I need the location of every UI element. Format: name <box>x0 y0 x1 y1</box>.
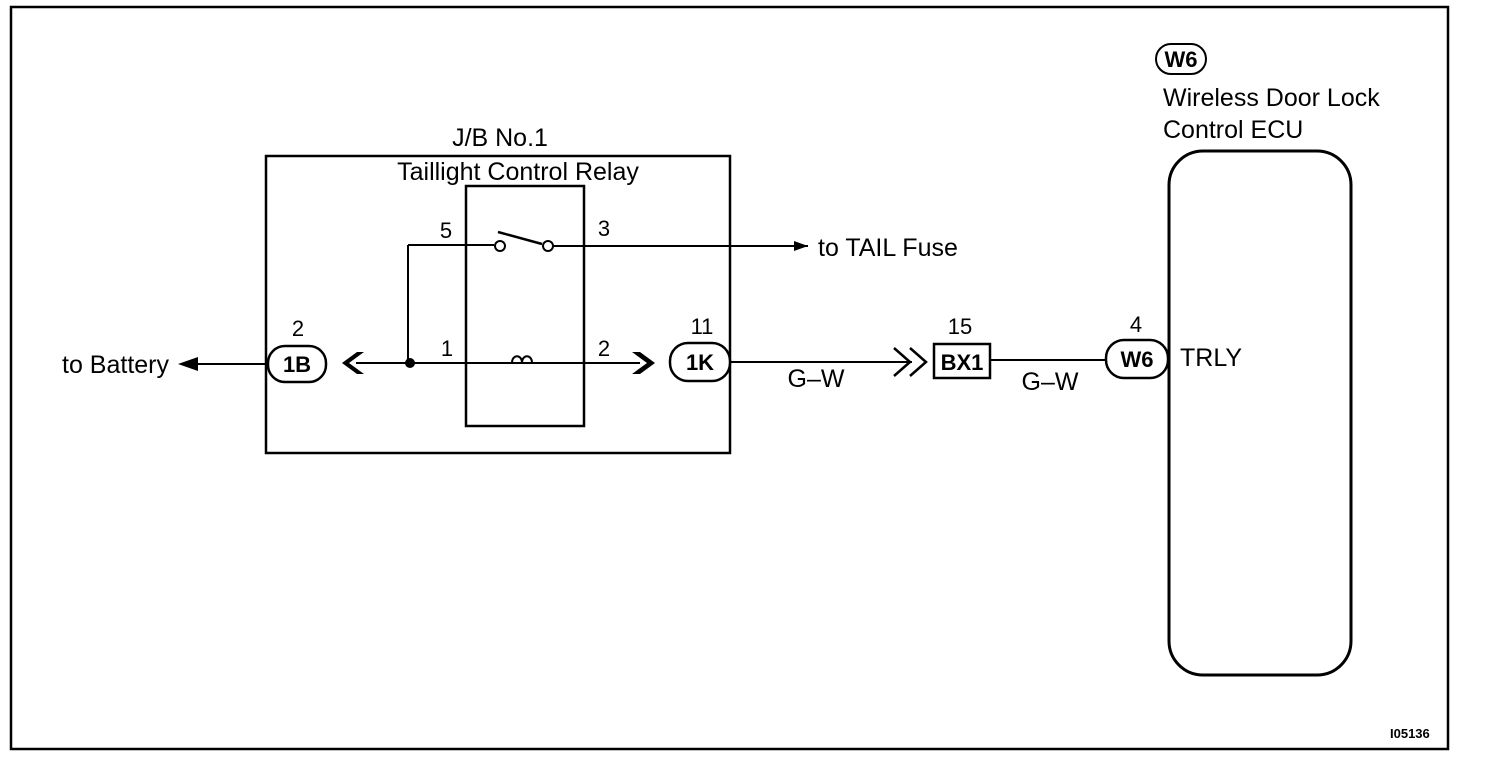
bx1-chevron <box>893 347 928 377</box>
connector-bx1 <box>932 342 992 380</box>
switch-contact-right <box>542 240 554 252</box>
ecu-code-label: W6 <box>1165 47 1198 72</box>
connector-1k-pin: 11 <box>691 314 714 339</box>
connector-bx1-pin: 15 <box>948 314 972 339</box>
tail-fuse-label: to TAIL Fuse <box>818 234 958 262</box>
junction-block-box <box>264 154 732 455</box>
connector-w6-pin: 4 <box>1130 312 1142 337</box>
switch-blade <box>497 230 543 246</box>
ecu-name-line1: Wireless Door Lock <box>1163 84 1380 112</box>
gw-label-right: G–W <box>1022 368 1079 396</box>
gw-label-left: G–W <box>788 365 845 393</box>
ecu-terminal-label: TRLY <box>1180 344 1242 372</box>
connector-1k-label: 1K <box>686 350 714 375</box>
connector-1k-chevron <box>632 352 655 374</box>
connector-bx1-label: BX1 <box>941 350 984 375</box>
connector-1b-label: 1B <box>283 352 311 377</box>
pin-1-label: 1 <box>441 336 453 361</box>
coil-symbol <box>511 355 533 364</box>
switch-contact-left <box>494 240 506 252</box>
relay-box <box>464 184 586 428</box>
battery-arrowhead <box>178 357 198 371</box>
junction-block-title: J/B No.1 <box>452 124 548 152</box>
figure-frame <box>9 5 1450 751</box>
connector-1b-pin: 2 <box>292 316 304 341</box>
ecu-code-badge <box>1155 43 1207 75</box>
connector-w6-label: W6 <box>1121 347 1154 372</box>
ecu-name-line2: Control ECU <box>1163 116 1303 144</box>
figure-id: I05136 <box>1390 726 1430 741</box>
pin-2-coil-label: 2 <box>598 336 610 361</box>
pin-5-label: 5 <box>440 218 452 243</box>
battery-label: to Battery <box>62 351 169 379</box>
pin-3-label: 3 <box>598 216 610 241</box>
connector-1b-chevron <box>342 352 364 374</box>
relay-name: Taillight Control Relay <box>397 158 639 186</box>
ecu-box <box>1167 149 1353 677</box>
